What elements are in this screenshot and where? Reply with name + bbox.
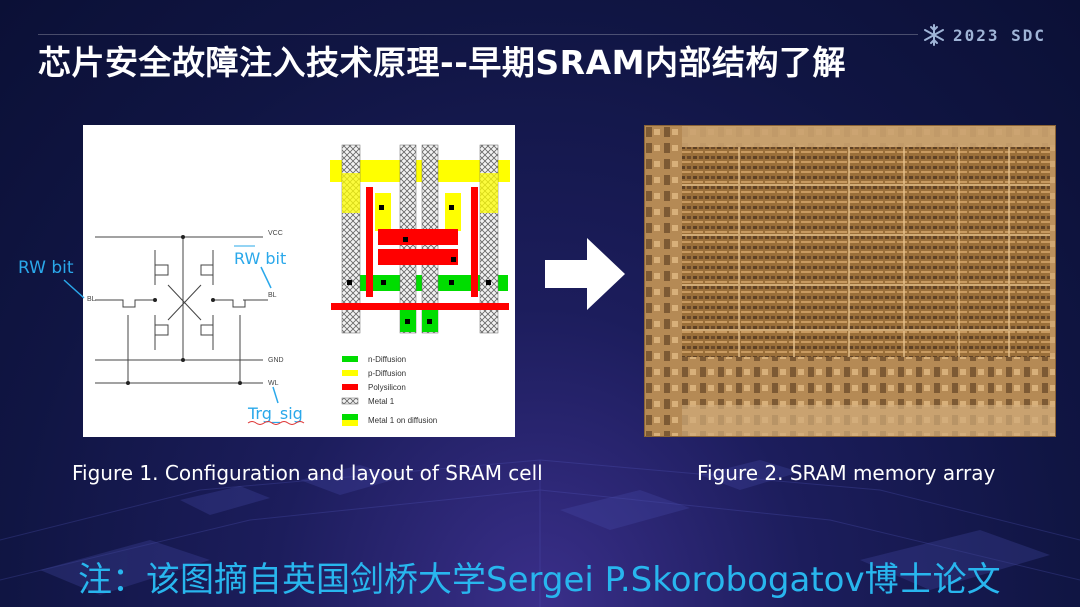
rw-bit-left-pointer — [63, 279, 85, 299]
snowflake-icon — [923, 24, 944, 46]
sram-cell-diagram: VCC BL BL GND WL RW bit Trg_sig — [87, 144, 510, 426]
vcc-label: VCC — [268, 230, 283, 237]
figure1-caption: Figure 1. Configuration and layout of SR… — [72, 461, 543, 485]
trg-sig-label: Trg_sig — [247, 404, 303, 424]
brand-text: 2023 SDC — [952, 25, 1046, 45]
sram-layout — [330, 144, 510, 334]
gnd-label: GND — [268, 357, 284, 364]
bl-right-label: BL — [268, 292, 277, 299]
legend-n-diffusion: n-Diffusion — [368, 355, 406, 364]
sram-array-micrograph — [644, 125, 1056, 437]
legend-p-diffusion: p-Diffusion — [368, 369, 406, 378]
brand-logo: 2023 SDC — [923, 24, 1046, 46]
rw-bit-left-label: RW bit — [18, 258, 74, 278]
rw-bit-right-label: RW bit — [234, 249, 286, 268]
right-arrow-icon — [545, 238, 625, 310]
bl-left-label: BL — [87, 296, 96, 303]
sram-schematic — [95, 236, 268, 384]
title-divider — [38, 34, 918, 35]
figure1-sram-cell: VCC BL BL GND WL RW bit Trg_sig — [83, 125, 515, 437]
figure2-caption: Figure 2. SRAM memory array — [697, 461, 996, 485]
legend-metal1-diffusion: Metal 1 on diffusion — [368, 416, 437, 425]
wl-label: WL — [268, 380, 279, 387]
legend-polysilicon: Polysilicon — [368, 383, 406, 392]
page-title: 芯片安全故障注入技术原理--早期SRAM内部结构了解 — [38, 43, 846, 82]
source-note: 注：该图摘自英国剑桥大学Sergei P.Skorobogatov博士论文 — [78, 560, 1001, 600]
legend-metal1: Metal 1 — [368, 397, 395, 406]
figure2-sram-array-photo — [644, 125, 1056, 437]
background-circuit-floor — [0, 459, 1080, 607]
layout-legend: n-Diffusion p-Diffusion Polysilicon Meta… — [341, 355, 437, 426]
